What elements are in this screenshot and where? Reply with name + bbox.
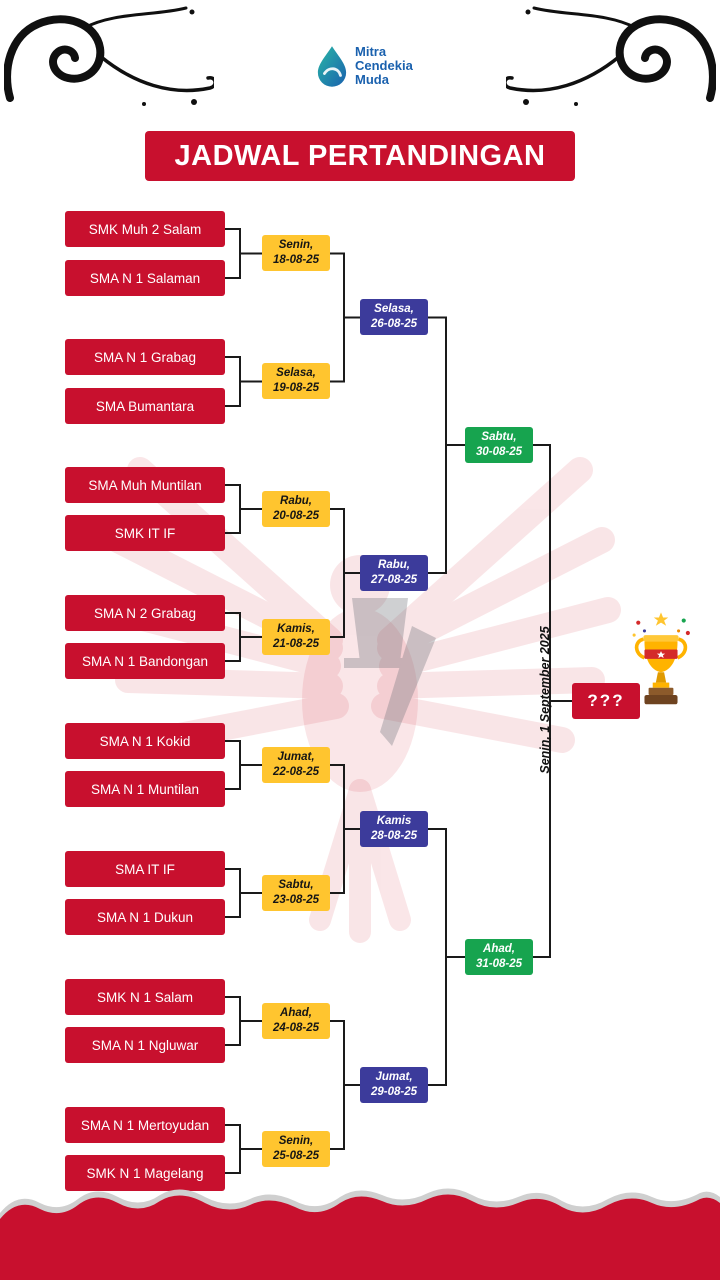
match-date: 31-08-25 <box>475 958 523 970</box>
corner-flourish-right <box>506 6 716 106</box>
match-date-round1: Senin, 18-08-25 <box>262 235 330 271</box>
match-date: 18-08-25 <box>272 254 320 266</box>
final-match-date-vertical: Senin, 1 September 2025 <box>538 626 552 774</box>
match-date: 26-08-25 <box>370 318 418 330</box>
match-day: Sabtu, <box>481 431 517 444</box>
match-date: 20-08-25 <box>272 510 320 522</box>
team-box: SMK N 1 Magelang <box>65 1155 225 1191</box>
match-date: 25-08-25 <box>272 1150 320 1162</box>
corner-flourish-left <box>4 6 214 106</box>
match-date-round1: Selasa, 19-08-25 <box>262 363 330 399</box>
trophy-icon <box>632 612 690 705</box>
torn-paper-edge <box>0 1188 720 1280</box>
team-box: SMA N 1 Kokid <box>65 723 225 759</box>
match-date-round2: Selasa, 26-08-25 <box>360 299 428 335</box>
match-date-semifinal: Ahad, 31-08-25 <box>465 939 533 975</box>
match-date: 27-08-25 <box>370 574 418 586</box>
match-date: 19-08-25 <box>272 382 320 394</box>
match-day: Senin, <box>278 1135 314 1148</box>
team-box: SMA N 2 Grabag <box>65 595 225 631</box>
match-day: Kamis, <box>277 623 315 636</box>
match-day: Sabtu, <box>278 879 314 892</box>
match-day: Jumat, <box>375 1071 413 1084</box>
team-box: SMA N 1 Ngluwar <box>65 1027 225 1063</box>
match-date: 23-08-25 <box>272 894 320 906</box>
match-day: Rabu, <box>280 495 312 508</box>
team-box: SMA Muh Muntilan <box>65 467 225 503</box>
match-date-round1: Sabtu, 23-08-25 <box>262 875 330 911</box>
team-box: SMK IT IF <box>65 515 225 551</box>
match-date-round1: Kamis, 21-08-25 <box>262 619 330 655</box>
page-title: JADWAL PERTANDINGAN <box>145 131 575 181</box>
brand-logo: Mitra Cendekia Muda <box>316 44 413 88</box>
team-box: SMA N 1 Mertoyudan <box>65 1107 225 1143</box>
match-day: Ahad, <box>483 943 515 956</box>
match-date: 21-08-25 <box>272 638 320 650</box>
match-date: 30-08-25 <box>475 446 523 458</box>
team-box: SMA N 1 Muntilan <box>65 771 225 807</box>
match-date: 28-08-25 <box>370 830 418 842</box>
match-day: Selasa, <box>374 303 414 316</box>
match-day: Rabu, <box>378 559 410 572</box>
team-box: SMA N 1 Dukun <box>65 899 225 935</box>
brand-line-1: Mitra <box>355 44 387 59</box>
team-box: SMA IT IF <box>65 851 225 887</box>
brand-name: Mitra Cendekia Muda <box>355 45 413 87</box>
match-date-round1: Senin, 25-08-25 <box>262 1131 330 1167</box>
match-date: 22-08-25 <box>272 766 320 778</box>
match-date-round2: Rabu, 27-08-25 <box>360 555 428 591</box>
match-date-round2: Jumat, 29-08-25 <box>360 1067 428 1103</box>
match-date: 24-08-25 <box>272 1022 320 1034</box>
match-day: Selasa, <box>276 367 316 380</box>
team-box: SMA Bumantara <box>65 388 225 424</box>
match-date-round1: Ahad, 24-08-25 <box>262 1003 330 1039</box>
brand-line-2: Cendekia <box>355 58 413 73</box>
match-date: 29-08-25 <box>370 1086 418 1098</box>
match-day: Kamis <box>376 815 412 828</box>
champion-box: ??? <box>572 683 640 719</box>
match-day: Senin, <box>278 239 314 252</box>
match-day: Ahad, <box>280 1007 312 1020</box>
team-box: SMK Muh 2 Salam <box>65 211 225 247</box>
brand-line-3: Muda <box>355 72 389 87</box>
team-box: SMA N 1 Grabag <box>65 339 225 375</box>
match-date-semifinal: Sabtu, 30-08-25 <box>465 427 533 463</box>
team-box: SMA N 1 Bandongan <box>65 643 225 679</box>
match-date-round1: Rabu, 20-08-25 <box>262 491 330 527</box>
team-box: SMK N 1 Salam <box>65 979 225 1015</box>
match-day: Jumat, <box>277 751 315 764</box>
match-date-round1: Jumat, 22-08-25 <box>262 747 330 783</box>
team-box: SMA N 1 Salaman <box>65 260 225 296</box>
match-date-round2: Kamis 28-08-25 <box>360 811 428 847</box>
drop-logo-icon <box>317 46 347 87</box>
